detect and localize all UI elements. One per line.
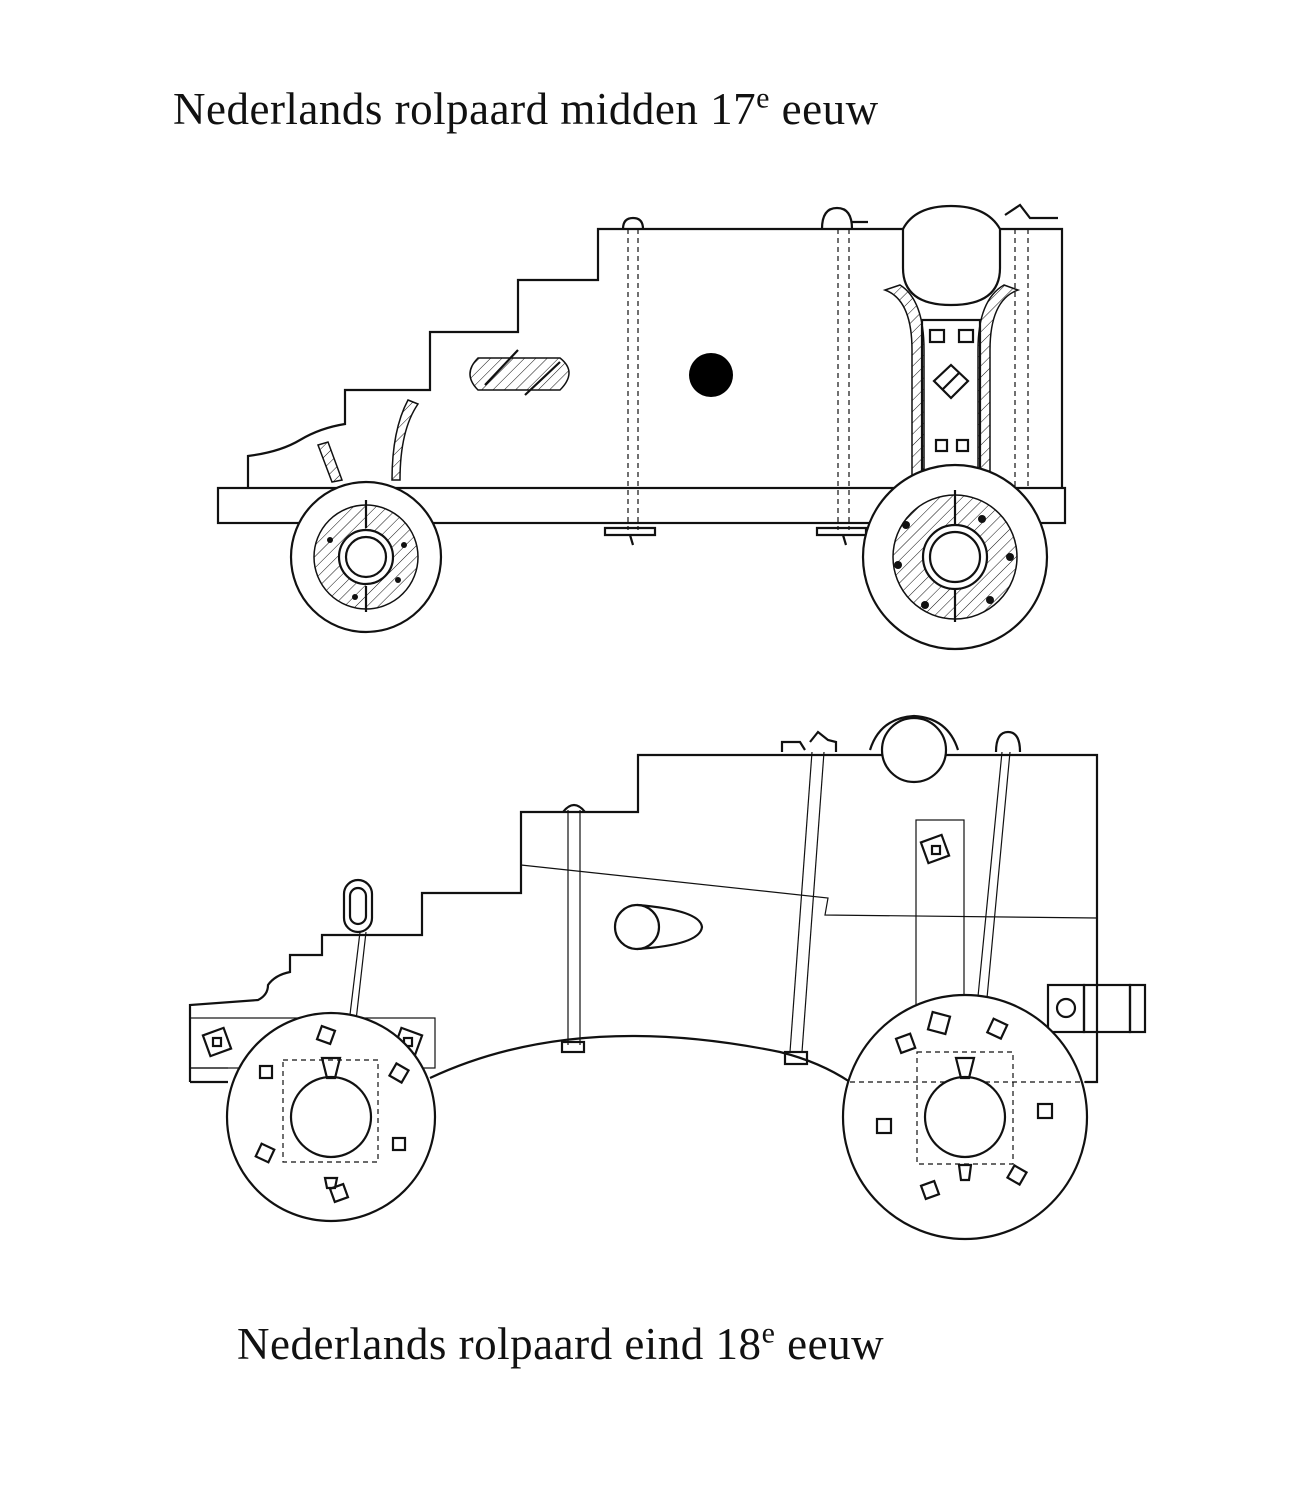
loop-eye xyxy=(613,903,661,951)
title-tail: eeuw xyxy=(775,1319,885,1369)
front-truck-wheel-small xyxy=(289,480,443,634)
vent-hole xyxy=(689,353,733,397)
title-text: Nederlands rolpaard midden 17 xyxy=(173,84,757,134)
rear-truck-wheel-large xyxy=(861,463,1049,651)
bolt-key xyxy=(815,526,868,546)
eye-bolt xyxy=(1004,203,1058,220)
title-17th-century: Nederlands rolpaard midden 17e eeuw xyxy=(173,83,879,135)
diamond-ornament xyxy=(932,363,970,400)
lifting-ring xyxy=(342,878,374,934)
rear-strap xyxy=(391,399,420,481)
carriage-bottom-arch xyxy=(190,1034,851,1084)
trunnion-cap-top xyxy=(902,204,1001,230)
bolt-ring xyxy=(621,216,645,230)
rear-truck-wheel xyxy=(225,1011,437,1223)
bolt-ring xyxy=(820,206,868,230)
trunnion xyxy=(880,716,948,784)
title-tail: eeuw xyxy=(769,84,879,134)
base-beam xyxy=(216,486,1067,525)
carriage-cheek xyxy=(188,753,1099,1084)
loop-bolt xyxy=(636,903,704,951)
carriage-cheek xyxy=(246,227,1064,488)
title-text: Nederlands rolpaard eind 18 xyxy=(237,1319,762,1369)
quoin-plate xyxy=(469,357,570,391)
title-superscript: e xyxy=(761,1316,776,1350)
eye-bolt xyxy=(780,730,838,752)
rear-strap xyxy=(317,441,344,483)
title-18th-century: Nederlands rolpaard eind 18e eeuw xyxy=(237,1318,884,1370)
front-truck-wheel xyxy=(841,993,1089,1241)
carriage-18th-century xyxy=(188,714,1147,1241)
cap-square xyxy=(868,714,960,751)
bolt-ring xyxy=(994,730,1022,753)
trunnion-cap-recess xyxy=(901,229,1002,307)
front-strap xyxy=(977,284,1021,479)
bolt-key xyxy=(603,526,657,546)
title-superscript: e xyxy=(756,81,770,115)
front-strap xyxy=(882,284,925,479)
carriage-17th-century xyxy=(216,203,1067,651)
